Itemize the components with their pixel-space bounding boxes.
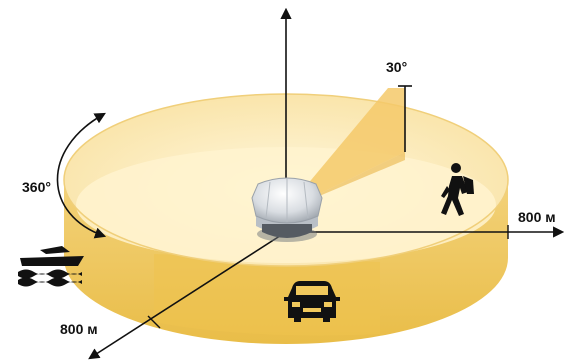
- range-axis-left-tick: [147, 315, 161, 329]
- elevation-cone: [286, 88, 405, 210]
- range-left-label: 800 м: [60, 321, 98, 337]
- elevation-angle-label: 30°: [386, 59, 407, 75]
- range-right-label: 800 м: [518, 209, 556, 225]
- azimuth-label: 360°: [22, 179, 51, 195]
- azimuth-rotation-arc: [56, 112, 107, 239]
- radar-sensor-icon: [251, 177, 323, 242]
- range-axis-left: [88, 231, 287, 360]
- hiker-icon: [441, 163, 474, 216]
- car-icon: [284, 281, 340, 322]
- boat-icon: [18, 246, 84, 287]
